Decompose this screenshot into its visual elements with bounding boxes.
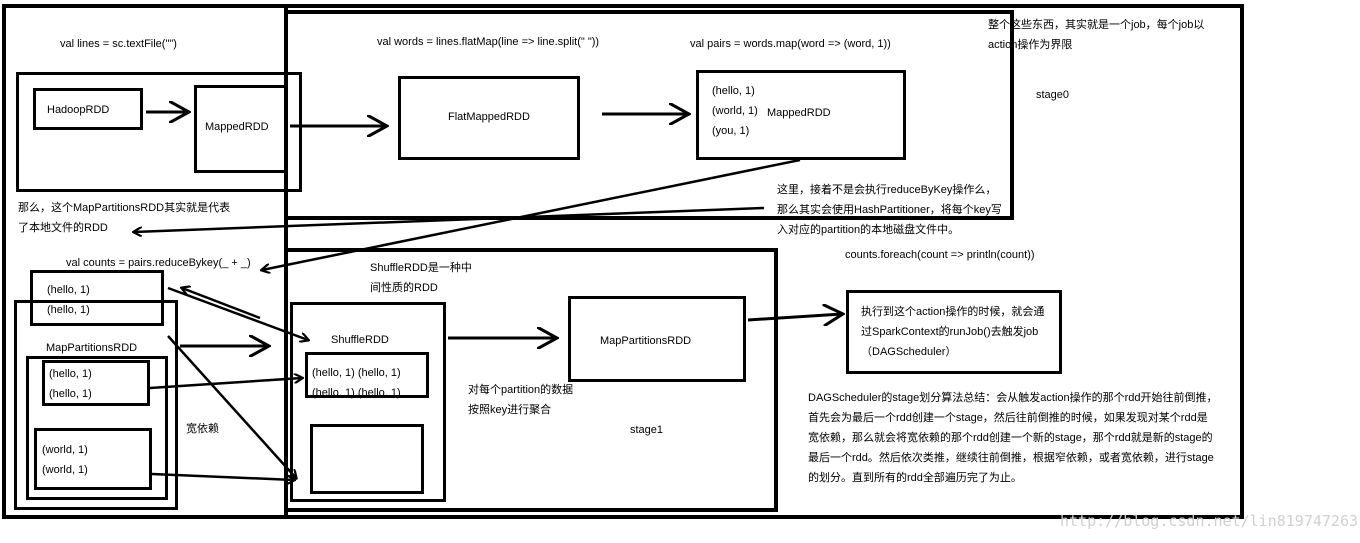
hello-top-1: (hello, 1) (47, 304, 90, 316)
flatmappedrdd-label: FlatMappedRDD (448, 111, 530, 123)
hadooprdd-box (33, 88, 143, 130)
arrow-hello-to-shuffle (167, 286, 308, 340)
shuffle-empty-box (310, 424, 424, 494)
pairs-list-1: (world, 1) (712, 105, 758, 117)
arrow-shuffle-to-hello (182, 288, 261, 320)
code-words: val words = lines.flatMap(line => line.s… (377, 36, 600, 48)
code-pairs: val pairs = words.map(word => (word, 1)) (690, 38, 891, 50)
pairs-list-0: (hello, 1) (712, 85, 755, 97)
hello-top-box (30, 270, 164, 326)
arrow-diag-to-empty (167, 335, 296, 478)
mappartitions-outer-box (14, 300, 178, 510)
mappedrdd-box-2 (696, 70, 906, 160)
stage0-label: stage0 (1036, 89, 1070, 101)
shufflerdd-outer-box (290, 302, 446, 502)
arrow-pairs-to-counts (262, 158, 801, 270)
wide-dependency-label: 宽依赖 (186, 423, 219, 435)
stage1-label: stage1 (630, 424, 664, 436)
mappartitions-mid-box (26, 356, 168, 500)
mappedrdd-label-2: MappedRDD (767, 107, 831, 119)
action-note: 执行到这个action操作的时候，就会通过SparkContext的runJob… (861, 306, 1045, 358)
pairs-list-2: (you, 1) (712, 125, 750, 137)
code-counts: val counts = pairs.reduceBykey(_ + _) (66, 257, 251, 269)
mappedrdd-box-1 (194, 85, 288, 173)
hello-inner-1: (hello, 1) (49, 388, 92, 400)
world-box (34, 428, 152, 490)
watermark: http://blog.csdn.net/lin819747263 (1060, 512, 1359, 530)
world-1: (world, 1) (42, 464, 88, 476)
flatmappedrdd-box (398, 76, 580, 160)
code-lines: val lines = sc.textFile("") (60, 38, 177, 50)
local-file-note: 那么，这个MapPartitionsRDD其实就是代表了本地文件的RDD (18, 202, 231, 234)
arrow-world-to-empty (151, 472, 294, 480)
job-note: 整个这些东西，其实就是一个job，每个job以action操作为界限 (988, 19, 1205, 51)
shuffle-hello-1: (hello, 1) (hello, 1) (312, 387, 401, 399)
arrow-inner-hello-to-shuffle (149, 378, 302, 390)
mappartitionsrdd-left-label: MapPartitionsRDD (46, 342, 138, 354)
hello-inner-box (42, 360, 150, 406)
arrow-note-to-local-file (134, 206, 765, 232)
hello-inner-0: (hello, 1) (49, 368, 92, 380)
textfile-group-box (16, 72, 302, 192)
shuffle-hello-0: (hello, 1) (hello, 1) (312, 367, 401, 379)
hadooprdd-label: HadoopRDD (47, 104, 110, 116)
action-note-box (846, 290, 1062, 374)
aggregate-note: 对每个partition的数据按照key进行聚合 (468, 384, 574, 416)
world-0: (world, 1) (42, 444, 88, 456)
mappedrdd-label-1: MappedRDD (205, 121, 269, 133)
shufflerdd-label: ShuffleRDD (331, 334, 389, 346)
hello-top-0: (hello, 1) (47, 284, 90, 296)
shuffle-rdd-note: ShuffleRDD是一种中间性质的RDD (370, 262, 472, 294)
mappartitionsrdd-right-box (568, 296, 746, 382)
dagscheduler-summary: DAGScheduler的stage划分算法总结：会从触发action操作的那个… (808, 392, 1218, 484)
arrow-mappartitions-to-action (747, 314, 842, 320)
code-foreach: counts.foreach(count => println(count)) (845, 249, 1035, 261)
hash-partitioner-note: 这里，接着不是会执行reduceByKey操作么，那么其实会使用HashPart… (777, 184, 1002, 236)
shuffle-hello-box (305, 352, 429, 398)
mappartitionsrdd-right-label: MapPartitionsRDD (600, 335, 692, 347)
